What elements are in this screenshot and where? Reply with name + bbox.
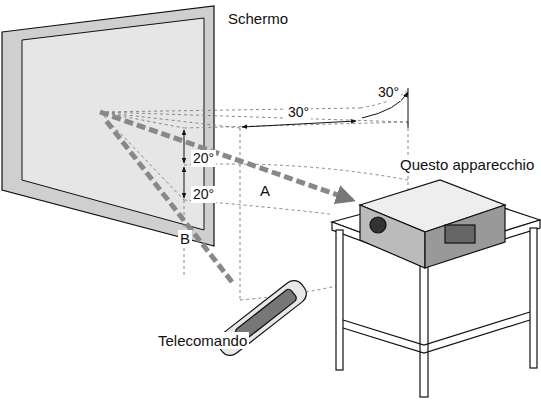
angle-label: 30°	[286, 104, 311, 121]
beam-label: B	[178, 230, 192, 247]
projector	[360, 180, 505, 268]
angle-label: 20°	[191, 186, 216, 203]
projector-label: Questo apparecchio	[398, 156, 536, 173]
beam-a	[100, 112, 352, 200]
angle-label: 20°	[191, 150, 216, 167]
remote-label: Telecomando	[156, 332, 249, 349]
angle-dimensions	[184, 88, 408, 198]
beam-label: A	[258, 182, 272, 199]
range-lines	[100, 90, 408, 300]
screen-label: Schermo	[226, 10, 290, 27]
angle-label: 30°	[376, 84, 401, 101]
beam-b	[104, 118, 232, 282]
